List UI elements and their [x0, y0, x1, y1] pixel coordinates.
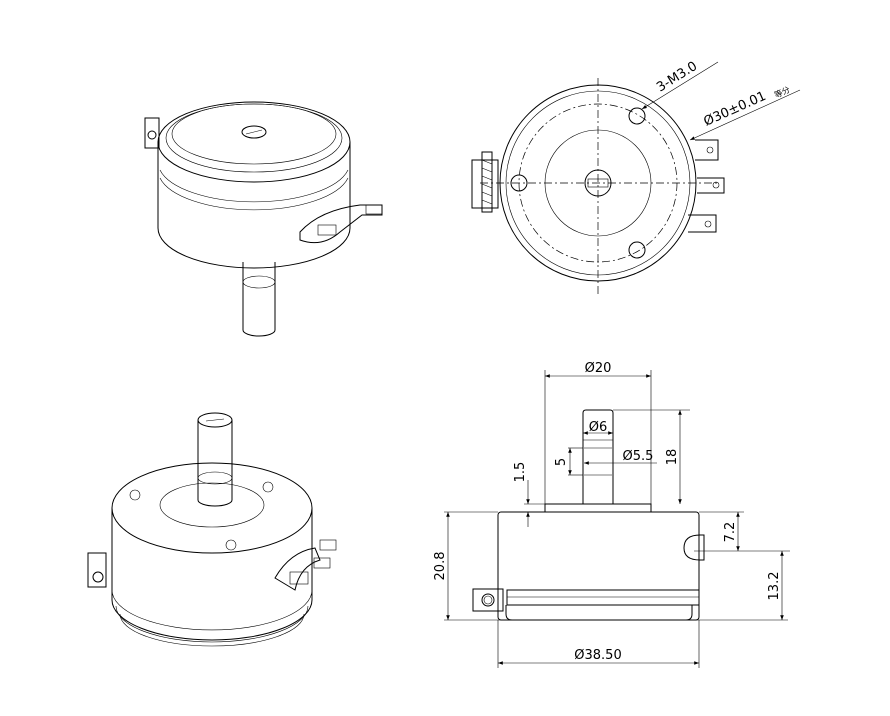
- side-view: Ø20 18 Ø6 5 Ø5.5 1.5 20.8 7.2 13.2 Ø38.5…: [433, 361, 790, 668]
- mount-hole: [628, 241, 646, 259]
- dim-body-height: 20.8: [433, 552, 448, 581]
- diameter-callout: Ø30±0.01: [702, 89, 769, 130]
- dim-body-diameter: Ø38.50: [574, 648, 621, 663]
- dim-terminal-offset: 7.2: [723, 522, 738, 543]
- dim-shaft-length: 18: [665, 449, 680, 466]
- dim-groove-diameter: Ø5.5: [623, 449, 654, 464]
- dim-terminal-height: 13.2: [767, 572, 782, 601]
- dim-groove-width: 5: [554, 458, 569, 466]
- dim-flange-height: 1.5: [513, 462, 528, 483]
- isometric-view-top: [144, 101, 383, 337]
- front-view: 3-M3.0 Ø30±0.01 等分: [471, 59, 801, 296]
- diameter-suffix: 等分: [773, 84, 792, 100]
- mount-hole: [628, 107, 646, 125]
- dim-shaft-diameter: Ø6: [589, 420, 608, 435]
- mount-hole: [510, 174, 528, 192]
- isometric-view-bottom: [87, 412, 337, 647]
- dim-flange-diameter: Ø20: [585, 361, 612, 376]
